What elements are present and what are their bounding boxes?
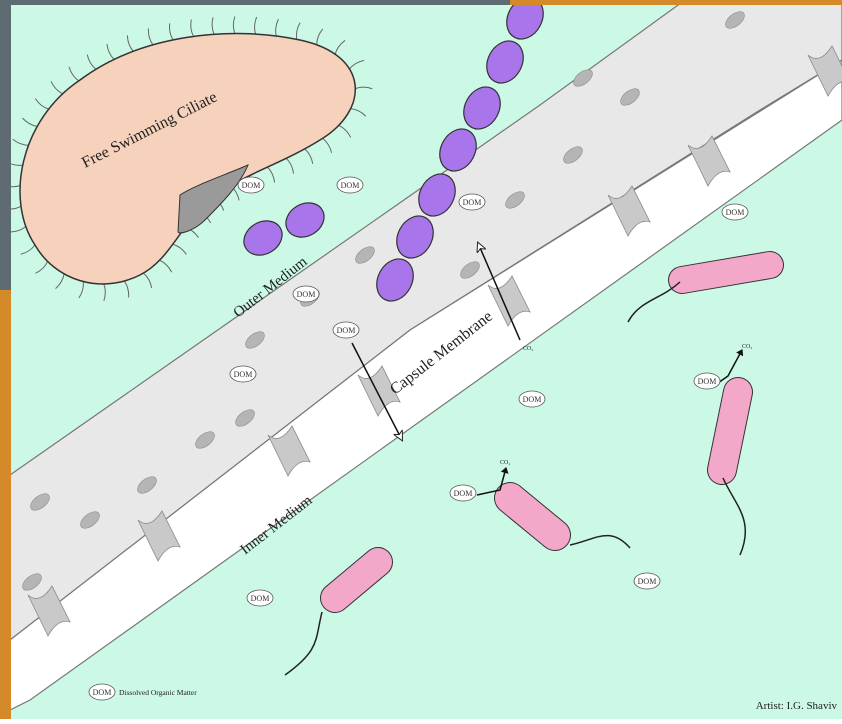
dom-marker-text: DOM <box>726 208 745 217</box>
dom-marker-text: DOM <box>242 181 261 190</box>
dom-marker-text: DOM <box>251 594 270 603</box>
frame-left-upper <box>0 0 11 290</box>
dom-marker: DOM <box>694 373 720 389</box>
dom-marker: DOM <box>722 204 748 220</box>
dom-marker-text: DOM <box>341 181 360 190</box>
frame-left-lower <box>0 290 11 719</box>
dom-marker: DOM <box>519 391 545 407</box>
co2-label: CO₂ <box>500 460 510 466</box>
dom-marker-text: DOM <box>523 395 542 404</box>
co2-label: CO₂ <box>523 346 533 352</box>
dom-marker: DOM <box>450 485 476 501</box>
frame-top <box>0 0 515 5</box>
bacterium-body <box>722 392 738 470</box>
dom-marker-text: DOM <box>454 489 473 498</box>
dom-marker: DOM <box>459 194 485 210</box>
dom-marker-text: DOM <box>337 326 356 335</box>
co2-label: CO₂ <box>742 344 752 350</box>
dom-marker: DOM <box>238 177 264 193</box>
dom-marker-text: DOM <box>698 377 717 386</box>
dom-marker: DOM <box>230 366 256 382</box>
legend-text: Dissolved Organic Matter <box>119 688 197 697</box>
dom-marker: DOM <box>337 177 363 193</box>
dom-marker-text: DOM <box>297 290 316 299</box>
dom-marker: DOM <box>333 322 359 338</box>
legend-dom-symbol-text: DOM <box>93 688 112 697</box>
dom-marker: DOM <box>247 590 273 606</box>
dom-marker-text: DOM <box>638 577 657 586</box>
bacterium-body <box>682 265 770 280</box>
dom-marker-text: DOM <box>463 198 482 207</box>
dom-marker: DOM <box>293 286 319 302</box>
dom-marker-text: DOM <box>234 370 253 379</box>
artist-credit: Artist: I.G. Shaviv <box>756 700 838 712</box>
frame-top-accent <box>510 0 842 5</box>
dom-marker: DOM <box>634 573 660 589</box>
